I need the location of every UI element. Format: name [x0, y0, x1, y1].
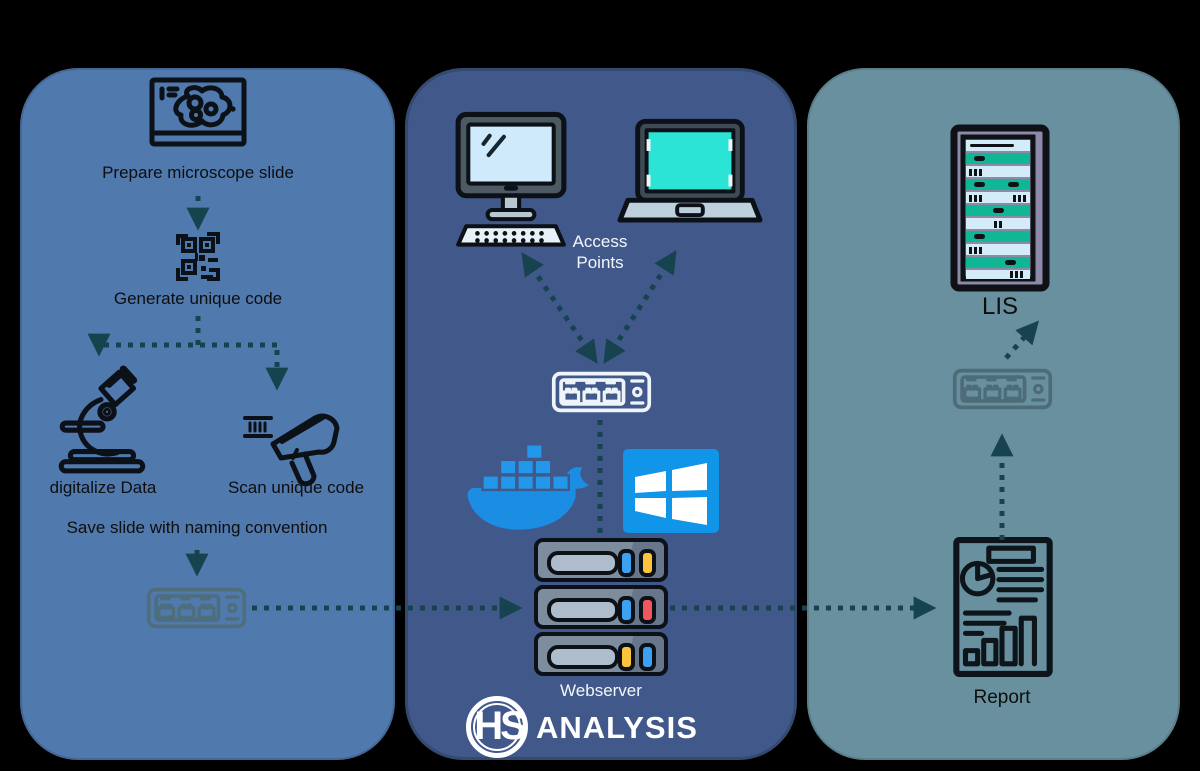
- report-document-icon: [953, 537, 1053, 677]
- report-label: Report: [973, 687, 1031, 708]
- step-save-slide-label: Save slide with naming convention: [66, 518, 328, 537]
- network-switch-icon: [952, 368, 1053, 410]
- step-digitalize-label: digitalize Data: [49, 478, 157, 497]
- laptop-icon: [617, 118, 763, 223]
- desktop-computer-icon: [455, 111, 567, 247]
- network-switch-icon: [551, 371, 652, 413]
- microscope-slide-icon: [149, 77, 247, 147]
- webserver-label: Webserver: [560, 681, 642, 700]
- step-generate-code-label: Generate unique code: [113, 289, 283, 308]
- server-unit: [534, 585, 668, 629]
- logo-monogram: HS: [474, 704, 527, 748]
- microscope-icon: [58, 365, 146, 474]
- step-scan-code-label: Scan unique code: [227, 478, 365, 497]
- windows-icon: [623, 449, 719, 533]
- barcode-scanner-icon: [243, 413, 340, 487]
- server-stack-icon: [534, 538, 668, 679]
- server-unit: [534, 538, 668, 582]
- qr-code-icon: [176, 232, 220, 281]
- network-switch-icon: [146, 587, 247, 629]
- docker-icon: [467, 443, 590, 530]
- server-unit: [534, 632, 668, 676]
- lis-label: LIS: [981, 293, 1019, 320]
- hs-logo-circle-icon: [466, 696, 528, 758]
- server-rack-icon: [950, 124, 1050, 292]
- logo-wordmark: ANALYSIS: [536, 710, 698, 745]
- step-prepare-slide-label: Prepare microscope slide: [102, 163, 294, 182]
